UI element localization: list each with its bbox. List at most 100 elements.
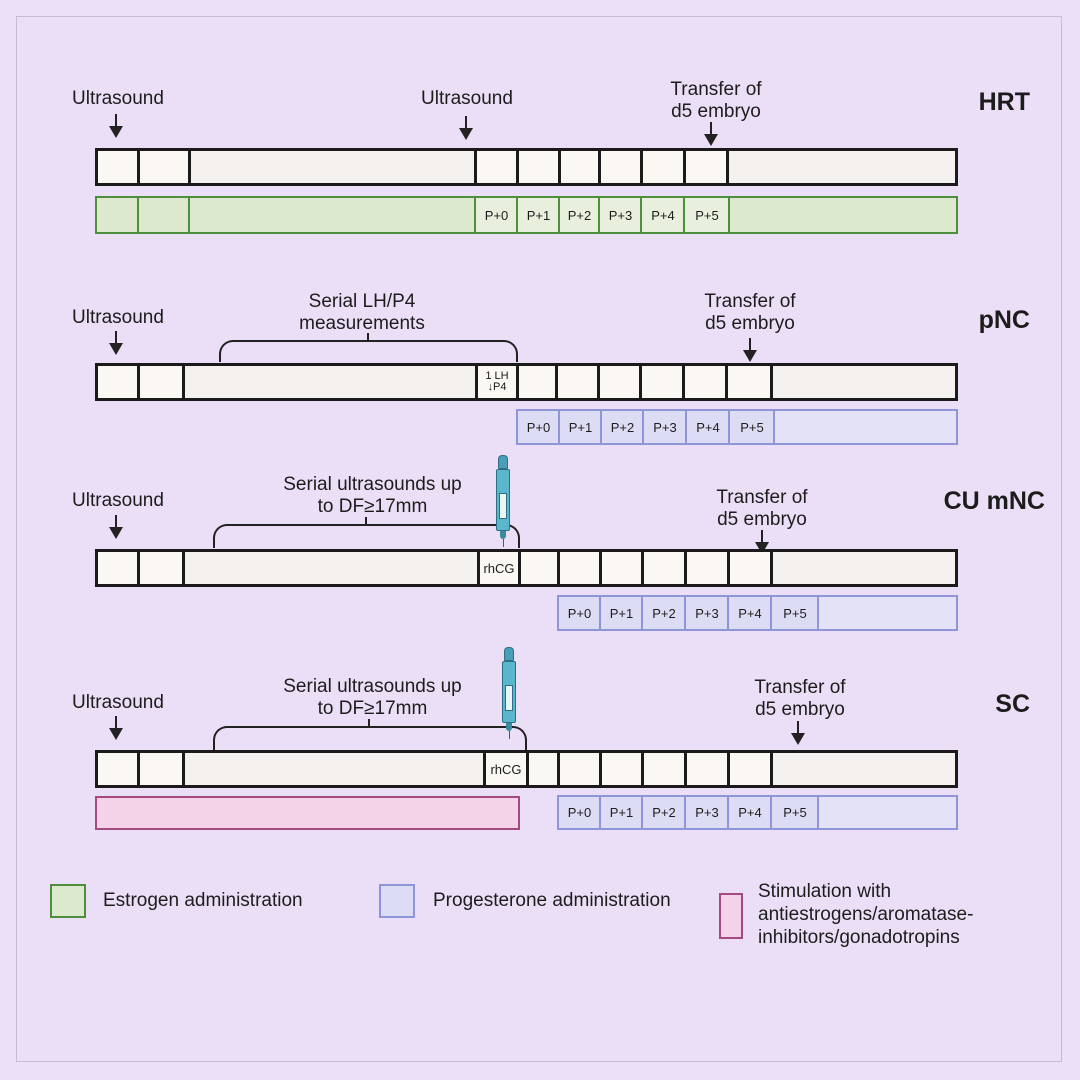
timeline-cell <box>597 363 642 401</box>
timeline-cell <box>641 750 687 788</box>
legend-progesterone-swatch <box>379 884 415 918</box>
pnc-transfer-label: Transfer of d5 embryo <box>704 291 796 334</box>
day-cell: P+1 <box>558 409 603 445</box>
bracket <box>213 517 520 548</box>
timeline-cell <box>726 148 958 186</box>
sc-title: SC <box>995 690 1030 718</box>
down-arrow-icon <box>459 116 473 140</box>
timeline-cell <box>188 148 477 186</box>
day-cell: P+2 <box>641 795 687 830</box>
legend-estrogen-swatch <box>50 884 86 918</box>
cumnc-ultrasound-label: Ultrasound <box>72 490 164 511</box>
day-cell: P+4 <box>727 595 773 631</box>
legend-stimulation-label: Stimulation with antiestrogens/aromatase… <box>758 881 974 948</box>
cumnc-title: CU mNC <box>943 487 1045 515</box>
day-cell: P+2 <box>600 409 645 445</box>
day-cell: P+5 <box>770 795 820 830</box>
down-arrow-icon <box>704 122 718 146</box>
down-arrow-icon <box>109 716 123 740</box>
timeline-cell <box>640 148 686 186</box>
down-arrow-icon <box>109 114 123 138</box>
hrt-title: HRT <box>978 88 1030 116</box>
bracket <box>219 333 518 362</box>
timeline-cell <box>725 363 773 401</box>
day-cell: P+0 <box>557 795 602 830</box>
timeline-cell <box>516 363 558 401</box>
hrt-transfer-label: Transfer of d5 embryo <box>670 79 762 122</box>
rhcg-cell: rhCG <box>477 549 521 587</box>
timeline-cell <box>557 750 602 788</box>
day-cell: P+1 <box>599 595 644 631</box>
legend-stimulation-swatch <box>719 893 743 939</box>
day-cell: P+1 <box>599 795 644 830</box>
day-cell: P+2 <box>641 595 687 631</box>
day-cell: P+4 <box>727 795 773 830</box>
cumnc-serial-label: Serial ultrasounds up to DF≥17mm <box>283 474 462 517</box>
down-arrow-icon <box>743 338 757 362</box>
timeline-cell <box>95 363 140 401</box>
day-cell: P+4 <box>685 409 731 445</box>
timeline-cell <box>684 549 730 587</box>
timeline-cell <box>727 549 773 587</box>
day-cell: P+0 <box>474 196 519 234</box>
timeline-cell <box>182 363 478 401</box>
timeline-cell <box>137 549 185 587</box>
syringe-pen-icon <box>495 455 511 551</box>
timeline-cell <box>95 750 140 788</box>
hrt-ultrasound-label-1: Ultrasound <box>72 88 164 109</box>
day-cell: P+5 <box>683 196 731 234</box>
pnc-serial-label: Serial LH/P4 measurements <box>299 291 425 334</box>
progesterone-cell <box>817 795 958 830</box>
timeline-cell <box>682 363 728 401</box>
timeline-cell <box>558 148 601 186</box>
timeline-cell <box>137 148 191 186</box>
timeline-cell <box>182 750 486 788</box>
down-arrow-icon <box>109 331 123 355</box>
sc-serial-label: Serial ultrasounds up to DF≥17mm <box>283 676 462 719</box>
timeline-cell <box>770 549 958 587</box>
timeline-cell <box>683 148 729 186</box>
timeline-cell <box>95 148 140 186</box>
timeline-cell <box>182 549 480 587</box>
timeline-cell <box>137 750 185 788</box>
timeline-cell <box>639 363 685 401</box>
timeline-cell <box>599 750 644 788</box>
pnc-title: pNC <box>978 306 1030 334</box>
sc-ultrasound-label: Ultrasound <box>72 692 164 713</box>
timeline-cell <box>474 148 519 186</box>
rhcg-cell: rhCG <box>483 750 529 788</box>
timeline-cell <box>516 148 561 186</box>
timeline-cell <box>557 549 602 587</box>
timeline-cell <box>555 363 600 401</box>
estrogen-cell <box>188 196 477 234</box>
bracket <box>213 719 527 750</box>
timeline-cell <box>598 148 643 186</box>
hrt-ultrasound-label-2: Ultrasound <box>421 88 513 109</box>
estrogen-cell <box>137 196 191 234</box>
timeline-cell <box>641 549 687 587</box>
day-cell: P+3 <box>684 595 730 631</box>
pnc-ultrasound-label: Ultrasound <box>72 307 164 328</box>
sc-transfer-label: Transfer of d5 embryo <box>754 677 846 720</box>
day-cell: P+0 <box>516 409 561 445</box>
day-cell: P+2 <box>558 196 601 234</box>
day-cell: P+3 <box>598 196 643 234</box>
down-arrow-icon <box>791 721 805 745</box>
day-cell: P+1 <box>516 196 561 234</box>
timeline-cell <box>137 363 185 401</box>
diagram-frame <box>16 16 1062 1062</box>
day-cell: P+4 <box>640 196 686 234</box>
day-cell: P+3 <box>684 795 730 830</box>
day-cell: P+5 <box>728 409 776 445</box>
cumnc-transfer-label: Transfer of d5 embryo <box>716 487 808 530</box>
stimulation-bar <box>95 796 520 830</box>
down-arrow-icon <box>109 515 123 539</box>
progesterone-cell <box>817 595 958 631</box>
timeline-cell <box>727 750 773 788</box>
timeline-cell <box>95 549 140 587</box>
legend-estrogen-label: Estrogen administration <box>103 890 303 911</box>
lh-p4-cell: 1 LH ↓P4 <box>475 363 519 401</box>
timeline-cell <box>684 750 730 788</box>
day-cell: P+5 <box>770 595 820 631</box>
